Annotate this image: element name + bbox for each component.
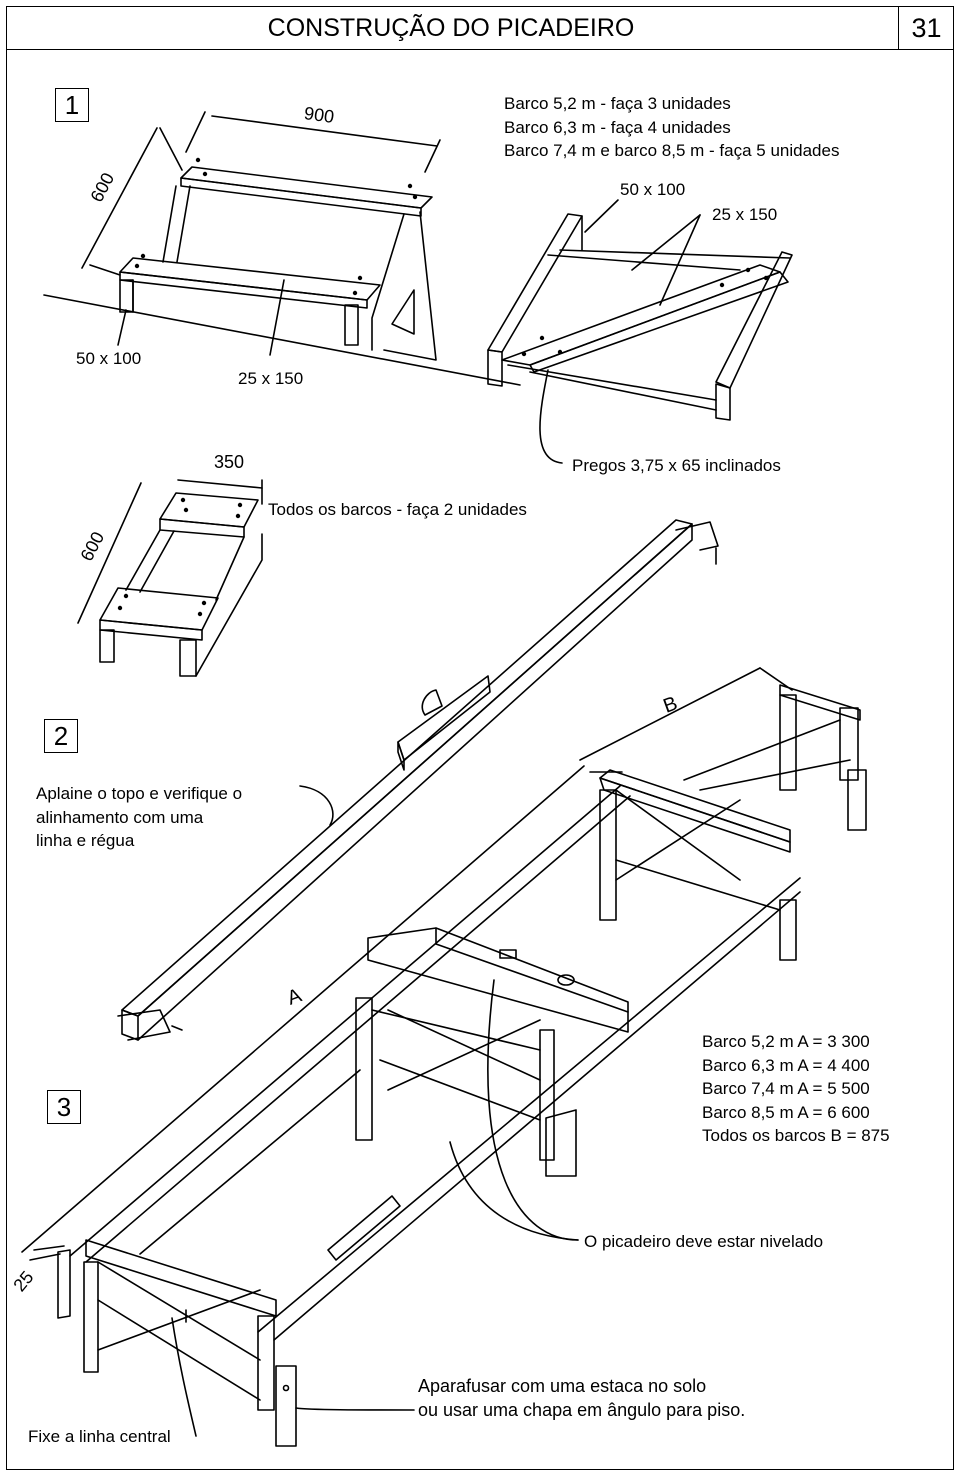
- length-line: Todos os barcos B = 875: [702, 1126, 890, 1145]
- step-2-note: Aplaine o topo e verifique o alinhamento…: [36, 782, 242, 853]
- label-50x100-right: 50 x 100: [620, 180, 686, 199]
- label-50x100-left: 50 x 100: [76, 349, 142, 368]
- quantity-line: Barco 7,4 m e barco 8,5 m - faça 5 unida…: [504, 141, 840, 160]
- page-frame: [6, 6, 954, 1470]
- length-line: Barco 6,3 m A = 4 400: [702, 1055, 870, 1075]
- note-line: alinhamento com uma: [36, 807, 204, 827]
- dim-350-label: 350: [214, 452, 245, 472]
- trestle-angle: [117, 199, 793, 464]
- note-line: ou usar uma chapa em ângulo para piso.: [418, 1399, 746, 1420]
- quantity-line: Barco 5,2 m - faça 3 unidades: [504, 94, 731, 113]
- center-line-note: Fixe a linha central: [28, 1427, 171, 1446]
- all-boats-note: Todos os barcos - faça 2 unidades: [268, 500, 527, 519]
- step-3-number: 3: [47, 1090, 81, 1124]
- cradle-assembly: [21, 519, 867, 1447]
- ground-line: [43, 294, 521, 386]
- page-number: 31: [898, 6, 954, 50]
- note-line: Aparafusar com uma estaca no solo: [418, 1376, 707, 1396]
- length-line: Barco 5,2 m A = 3 300: [702, 1032, 870, 1051]
- step-2-number: 2: [44, 719, 78, 753]
- anchor-note: Aparafusar com uma estaca no solo ou usa…: [418, 1375, 745, 1422]
- length-line: Barco 7,4 m A = 5 500: [702, 1079, 870, 1098]
- page-header: CONSTRUÇÃO DO PICADEIRO 31: [6, 6, 954, 50]
- dim-900-label: 900: [302, 103, 336, 128]
- step-1-number: 1: [55, 88, 89, 122]
- label-25x150-right: 25 x 150: [712, 205, 778, 224]
- trestle-small: [77, 479, 263, 677]
- page-title: CONSTRUÇÃO DO PICADEIRO: [267, 14, 635, 42]
- note-line: linha e régua: [36, 831, 135, 850]
- quantity-line: Barco 6,3 m - faça 4 unidades: [504, 117, 731, 137]
- trestle-large: [43, 111, 521, 386]
- note-line: Aplaine o topo e verifique o: [36, 784, 243, 803]
- quantities-list: Barco 5,2 m - faça 3 unidades Barco 6,3 …: [504, 92, 839, 163]
- length-line: Barco 8,5 m A = 6 600: [702, 1102, 870, 1122]
- level-note: O picadeiro deve estar nivelado: [584, 1232, 824, 1251]
- lengths-list: Barco 5,2 m A = 3 300 Barco 6,3 m A = 4 …: [702, 1030, 890, 1148]
- label-25x150-left: 25 x 150: [238, 369, 304, 388]
- nails-note: Pregos 3,75 x 65 inclinados: [572, 456, 781, 475]
